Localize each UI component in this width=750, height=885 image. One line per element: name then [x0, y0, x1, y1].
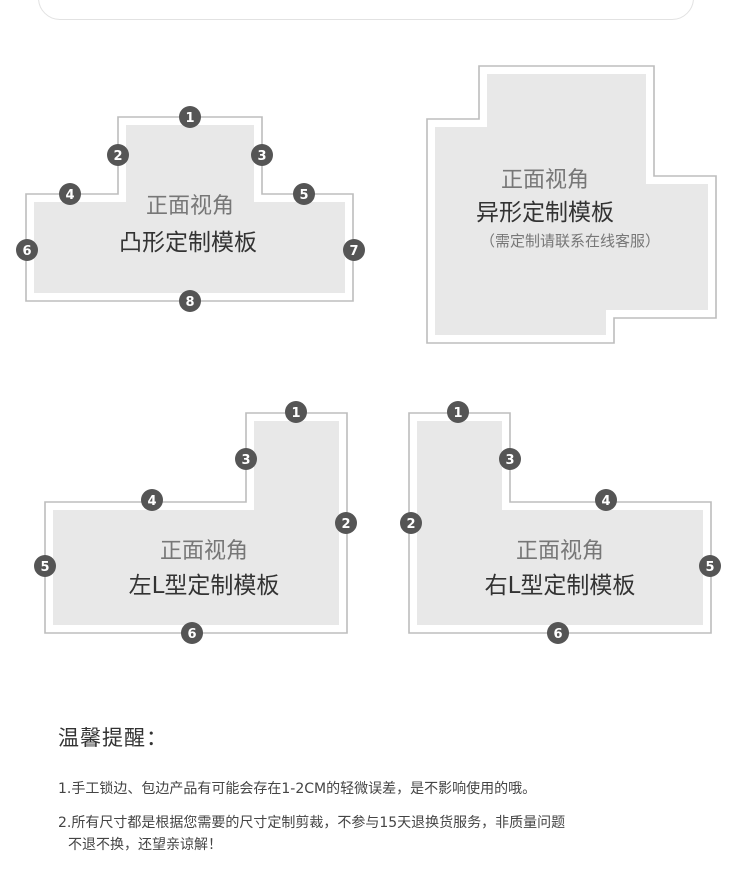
- convex-name-text: 凸形定制模板: [119, 230, 257, 256]
- left-l-view-text: 正面视角: [160, 539, 248, 564]
- right-l-marker-6: 6: [547, 622, 569, 644]
- irregular-fill: [435, 74, 708, 335]
- reminder-item-1: 1.手工锁边、包边产品有可能会存在1-2CM的轻微误差，是不影响使用的哦。: [58, 778, 718, 800]
- svg-text:8: 8: [185, 295, 194, 310]
- left-l-marker-1: 1: [285, 401, 307, 423]
- svg-text:2: 2: [113, 149, 122, 164]
- svg-text:7: 7: [349, 244, 358, 259]
- svg-text:5: 5: [40, 560, 49, 575]
- irregular-sub-text: （需定制请联系在线客服）: [480, 232, 660, 250]
- left-l-fill: [53, 421, 339, 625]
- right-l-marker-3: 3: [499, 448, 521, 470]
- right-l-marker-5: 5: [699, 555, 721, 577]
- svg-text:3: 3: [241, 453, 250, 468]
- svg-text:1: 1: [291, 406, 300, 421]
- irregular-template[interactable]: 正面视角 异形定制模板 （需定制请联系在线客服）: [426, 65, 717, 344]
- convex-marker-4: 4: [59, 183, 81, 205]
- reminder-title: 温馨提醒：: [58, 726, 168, 750]
- svg-text:5: 5: [299, 188, 308, 203]
- convex-view-text: 正面视角: [146, 194, 234, 219]
- convex-marker-3: 3: [251, 144, 273, 166]
- convex-marker-2: 2: [107, 144, 129, 166]
- svg-text:2: 2: [341, 517, 350, 532]
- svg-text:3: 3: [257, 149, 266, 164]
- template-diagrams: 正面视角 凸形定制模板 1 2 3 4 5 6 7 8 正面视角 异形定制模板 …: [16, 65, 721, 644]
- convex-marker-1: 1: [179, 106, 201, 128]
- left-l-marker-5: 5: [34, 555, 56, 577]
- convex-marker-7: 7: [343, 239, 365, 261]
- right-l-view-text: 正面视角: [516, 539, 604, 564]
- irregular-view-text: 正面视角: [501, 168, 589, 193]
- irregular-name-text: 异形定制模板: [476, 200, 614, 226]
- svg-text:6: 6: [187, 627, 196, 642]
- left-l-marker-4: 4: [141, 489, 163, 511]
- convex-fill: [34, 125, 345, 293]
- convex-template[interactable]: 正面视角 凸形定制模板 1 2 3 4 5 6 7 8: [16, 106, 365, 312]
- left-l-name-text: 左L型定制模板: [129, 573, 280, 599]
- left-l-marker-6: 6: [181, 622, 203, 644]
- right-l-name-text: 右L型定制模板: [485, 573, 636, 599]
- reminder-item-2: 2.所有尺寸都是根据您需要的尺寸定制剪裁，不参与15天退换货服务，非质量问题 不…: [58, 812, 718, 856]
- svg-text:6: 6: [553, 627, 562, 642]
- svg-text:4: 4: [147, 494, 156, 509]
- left-l-template[interactable]: 正面视角 左L型定制模板 1 2 3 4 5 6: [34, 401, 357, 644]
- convex-marker-8: 8: [179, 290, 201, 312]
- svg-text:1: 1: [453, 406, 462, 421]
- right-l-marker-2: 2: [400, 512, 422, 534]
- svg-text:1: 1: [185, 111, 194, 126]
- right-l-marker-4: 4: [595, 489, 617, 511]
- svg-text:6: 6: [22, 244, 31, 259]
- right-l-marker-1: 1: [447, 401, 469, 423]
- reminder-item-2-text: 2.所有尺寸都是根据您需要的尺寸定制剪裁，不参与15天退换货服务，非质量问题: [58, 815, 566, 831]
- svg-text:4: 4: [601, 494, 610, 509]
- svg-text:2: 2: [406, 517, 415, 532]
- svg-text:5: 5: [705, 560, 714, 575]
- convex-marker-5: 5: [293, 183, 315, 205]
- reminder-item-1-text: 1.手工锁边、包边产品有可能会存在1-2CM的轻微误差，是不影响使用的哦。: [58, 781, 537, 797]
- right-l-fill: [417, 421, 703, 625]
- reminder-section: 温馨提醒： 1.手工锁边、包边产品有可能会存在1-2CM的轻微误差，是不影响使用…: [58, 722, 718, 868]
- right-l-template[interactable]: 正面视角 右L型定制模板 1 2 3 4 5 6: [400, 401, 721, 644]
- convex-marker-6: 6: [16, 239, 38, 261]
- left-l-marker-2: 2: [335, 512, 357, 534]
- reminder-item-2-cont: 不退不换，还望亲谅解！: [68, 837, 222, 853]
- svg-text:3: 3: [505, 453, 514, 468]
- svg-text:4: 4: [65, 188, 74, 203]
- left-l-marker-3: 3: [235, 448, 257, 470]
